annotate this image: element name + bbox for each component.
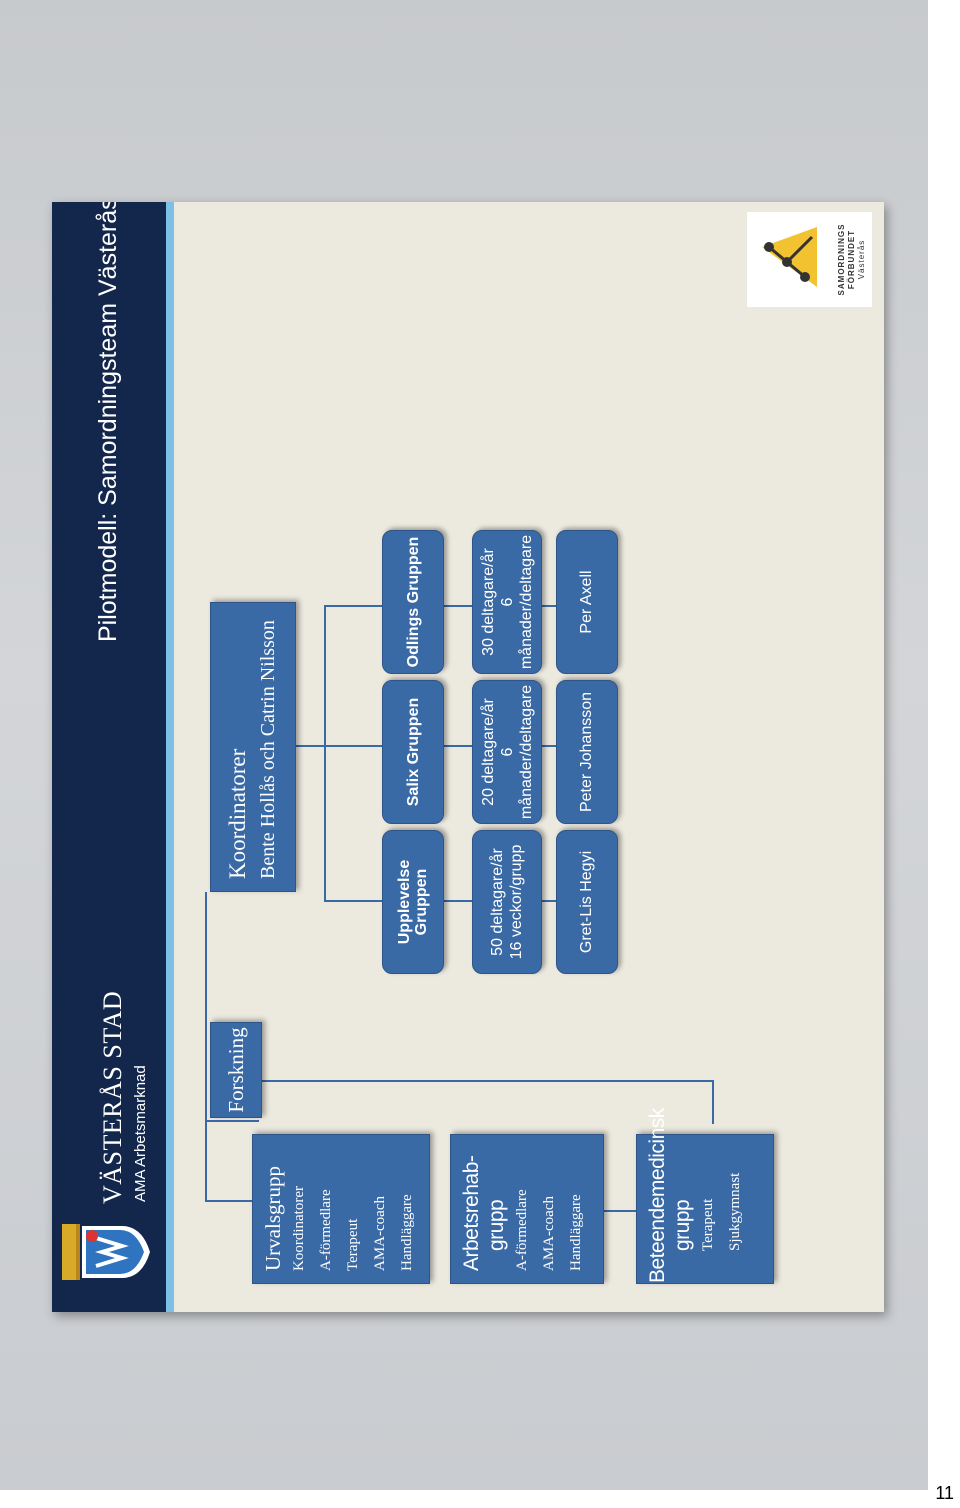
group-salix: Salix Gruppen [382,680,444,824]
city-name: VÄSTERÅS STAD [98,990,127,1204]
group-info-upplevelse: 50 deltagare/år 16 veckor/grupp [472,830,542,974]
group-name-line: Salix Gruppen [404,697,422,807]
connector-line [712,1080,714,1124]
group-info-line: 30 deltagare/år [479,548,497,656]
connector-line [205,1120,207,1202]
logo-line: Västerås [857,239,866,280]
urvalsgrupp-member: AMA-coach [372,1196,388,1271]
connector-line [602,1210,638,1212]
logo-figure-icon [762,227,817,287]
arbetsrehab-member: AMA-coach [541,1196,557,1271]
city-subtitle: AMA Arbetsmarknad [132,1065,149,1202]
group-leader-upplevelse: Gret-Lis Hegyi [556,830,618,974]
arbetsrehab-heading: Arbetsrehab- [460,1155,483,1271]
arbetsrehab-member: Handläggare [568,1194,584,1271]
forskning-box: Forskning [210,1022,262,1118]
connector-line [324,606,326,902]
group-info-line: 6 månader/deltagare [498,684,535,820]
connector-line [260,1080,712,1082]
group-info-line: 50 deltagare/år [489,848,506,956]
koordinatorer-box: Koordinatorer Bente Hollås och Catrin Ni… [210,602,296,892]
urvalsgrupp-box: Urvalsgrupp Koordinatorer A-förmedlare T… [252,1134,430,1284]
connector-line [324,605,382,607]
group-info-line: 20 deltagare/år [479,698,497,806]
group-info-salix: 20 deltagare/år 6 månader/deltagare [472,680,542,824]
connector-line [205,1200,252,1202]
slide: VÄSTERÅS STAD AMA Arbetsmarknad Pilotmod… [52,202,884,1312]
connector-line [540,900,556,902]
slide-title: Pilotmodell: Samordningsteam Västerås [94,202,122,642]
coat-of-arms-icon [62,1224,150,1280]
group-odlings: Odlings Gruppen [382,530,444,674]
connector-line [442,900,472,902]
beteendemedicinsk-heading: Beteendemedicinsk [646,1108,669,1283]
beteendemedicinsk-member: Sjukgymnast [727,1172,743,1251]
arbetsrehab-member: A-förmedlare [514,1189,530,1271]
logo-line: FÖRBUNDET [847,229,856,290]
urvalsgrupp-member: Koordinatorer [291,1186,307,1271]
urvalsgrupp-member: Terapeut [345,1218,361,1271]
connector-line [205,892,207,1122]
logo-text: SAMORDNINGS FÖRBUNDET Västerås [837,212,867,307]
group-leader-salix: Peter Johansson [556,680,618,824]
group-upplevelse: Upplevelse Gruppen [382,830,444,974]
group-info-line: 16 veckor/grupp [508,844,525,960]
connector-line [324,745,382,747]
urvalsgrupp-heading: Urvalsgrupp [261,1166,285,1271]
group-info-line: 6 månader/deltagare [498,534,535,670]
connector-line [442,745,472,747]
arbetsrehab-heading: grupp [485,1199,508,1251]
koordinatorer-names: Bente Hollås och Catrin Nilsson [257,620,279,879]
koordinatorer-title: Koordinatorer [225,748,250,879]
beteendemedicinsk-heading: grupp [671,1199,694,1251]
connector-line [442,605,472,607]
connector-line [540,745,556,747]
connector-line [205,1120,259,1122]
beteendemedicinsk-box: Beteendemedicinsk grupp Terapeut Sjukgym… [636,1108,774,1284]
header-stripe [166,202,174,1312]
group-info-odlings: 30 deltagare/år 6 månader/deltagare [472,530,542,674]
beteendemedicinsk-member: Terapeut [700,1198,716,1251]
group-name-line: Odlings Gruppen [404,536,422,668]
group-leader-odlings: Per Axell [556,530,618,674]
connector-line [324,900,382,902]
group-name-line: Upplevelse [396,859,413,945]
samordningsforbundet-logo: SAMORDNINGS FÖRBUNDET Västerås [747,212,872,307]
slide-content: VÄSTERÅS STAD AMA Arbetsmarknad Pilotmod… [52,202,884,1312]
urvalsgrupp-member: A-förmedlare [318,1189,334,1271]
connector-line [540,605,556,607]
arbetsrehab-box: Arbetsrehab- grupp A-förmedlare AMA-coac… [450,1134,604,1284]
page-number: 11 [935,1483,954,1503]
slide-header: VÄSTERÅS STAD AMA Arbetsmarknad Pilotmod… [52,202,174,1312]
group-name-line: Gruppen [413,868,430,936]
logo-line: SAMORDNINGS [837,223,846,296]
urvalsgrupp-member: Handläggare [399,1194,415,1271]
